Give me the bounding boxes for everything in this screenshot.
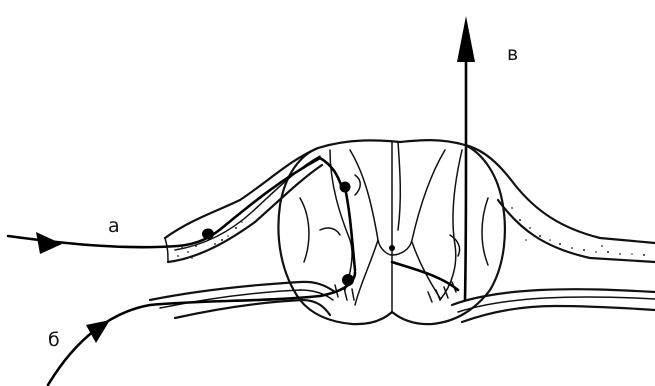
afferent-fiber-a <box>8 158 355 270</box>
motor-neuron-cell <box>342 274 354 286</box>
efferent-fiber-b <box>48 272 355 385</box>
ascending-fiber-v <box>392 16 475 300</box>
label-b: б <box>48 329 60 351</box>
central-canal <box>389 245 395 251</box>
ascending-arrow-v <box>457 16 475 62</box>
label-a: а <box>108 215 120 237</box>
right-dorsal-root <box>465 145 655 262</box>
interneuron-synapse <box>340 182 351 193</box>
afferent-arrow-a <box>36 232 62 254</box>
efferent-arrow-b <box>86 320 110 343</box>
label-v: в <box>507 43 518 65</box>
right-ventral-root <box>452 289 655 322</box>
